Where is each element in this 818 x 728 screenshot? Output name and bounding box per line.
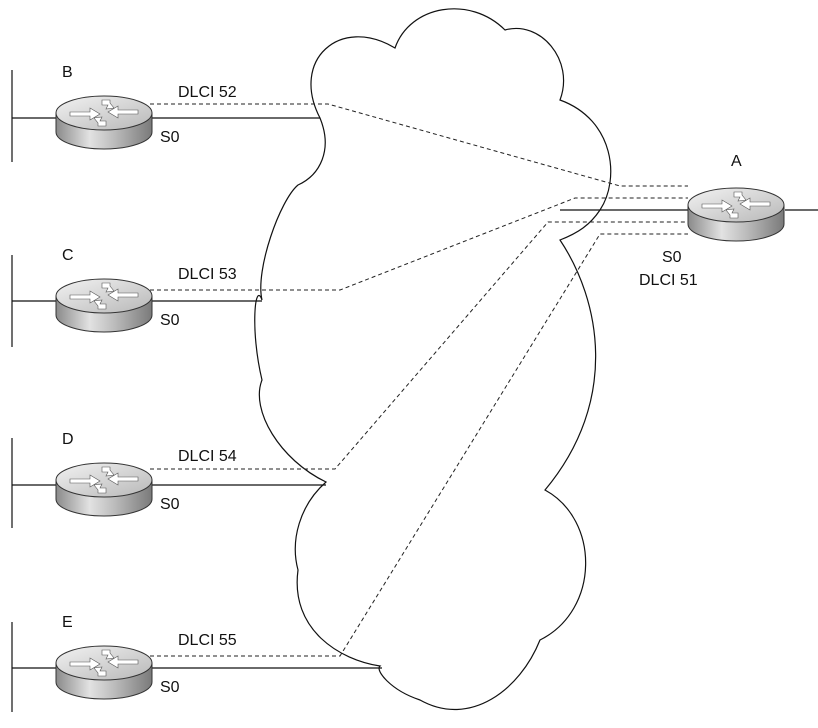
dlci-label-d: DLCI 54 [178, 448, 237, 465]
interface-label-a: S0 [662, 249, 682, 266]
frame-relay-cloud [254, 8, 612, 711]
interface-label-e: S0 [160, 679, 180, 696]
router-name-d: D [62, 431, 74, 448]
interface-label-b: S0 [160, 129, 180, 146]
router-b[interactable] [55, 95, 153, 150]
virtual-circuit-c-a [150, 197, 688, 291]
router-d[interactable] [55, 462, 153, 517]
virtual-circuit-d-a [150, 221, 688, 470]
router-c[interactable] [55, 278, 153, 333]
interface-label-c: S0 [160, 312, 180, 329]
virtual-circuit-b-a [150, 103, 688, 187]
dlci-label-a: DLCI 51 [639, 272, 698, 289]
dlci-label-c: DLCI 53 [178, 266, 237, 283]
dlci-label-e: DLCI 55 [178, 632, 237, 649]
router-name-e: E [62, 614, 73, 631]
router-name-b: B [62, 64, 73, 81]
dlci-label-b: DLCI 52 [178, 84, 237, 101]
router-name-c: C [62, 247, 74, 264]
router-e[interactable] [55, 645, 153, 700]
router-name-a: A [731, 153, 742, 170]
interface-label-d: S0 [160, 496, 180, 513]
router-a[interactable] [687, 187, 785, 242]
virtual-circuit-e-a [150, 233, 688, 657]
